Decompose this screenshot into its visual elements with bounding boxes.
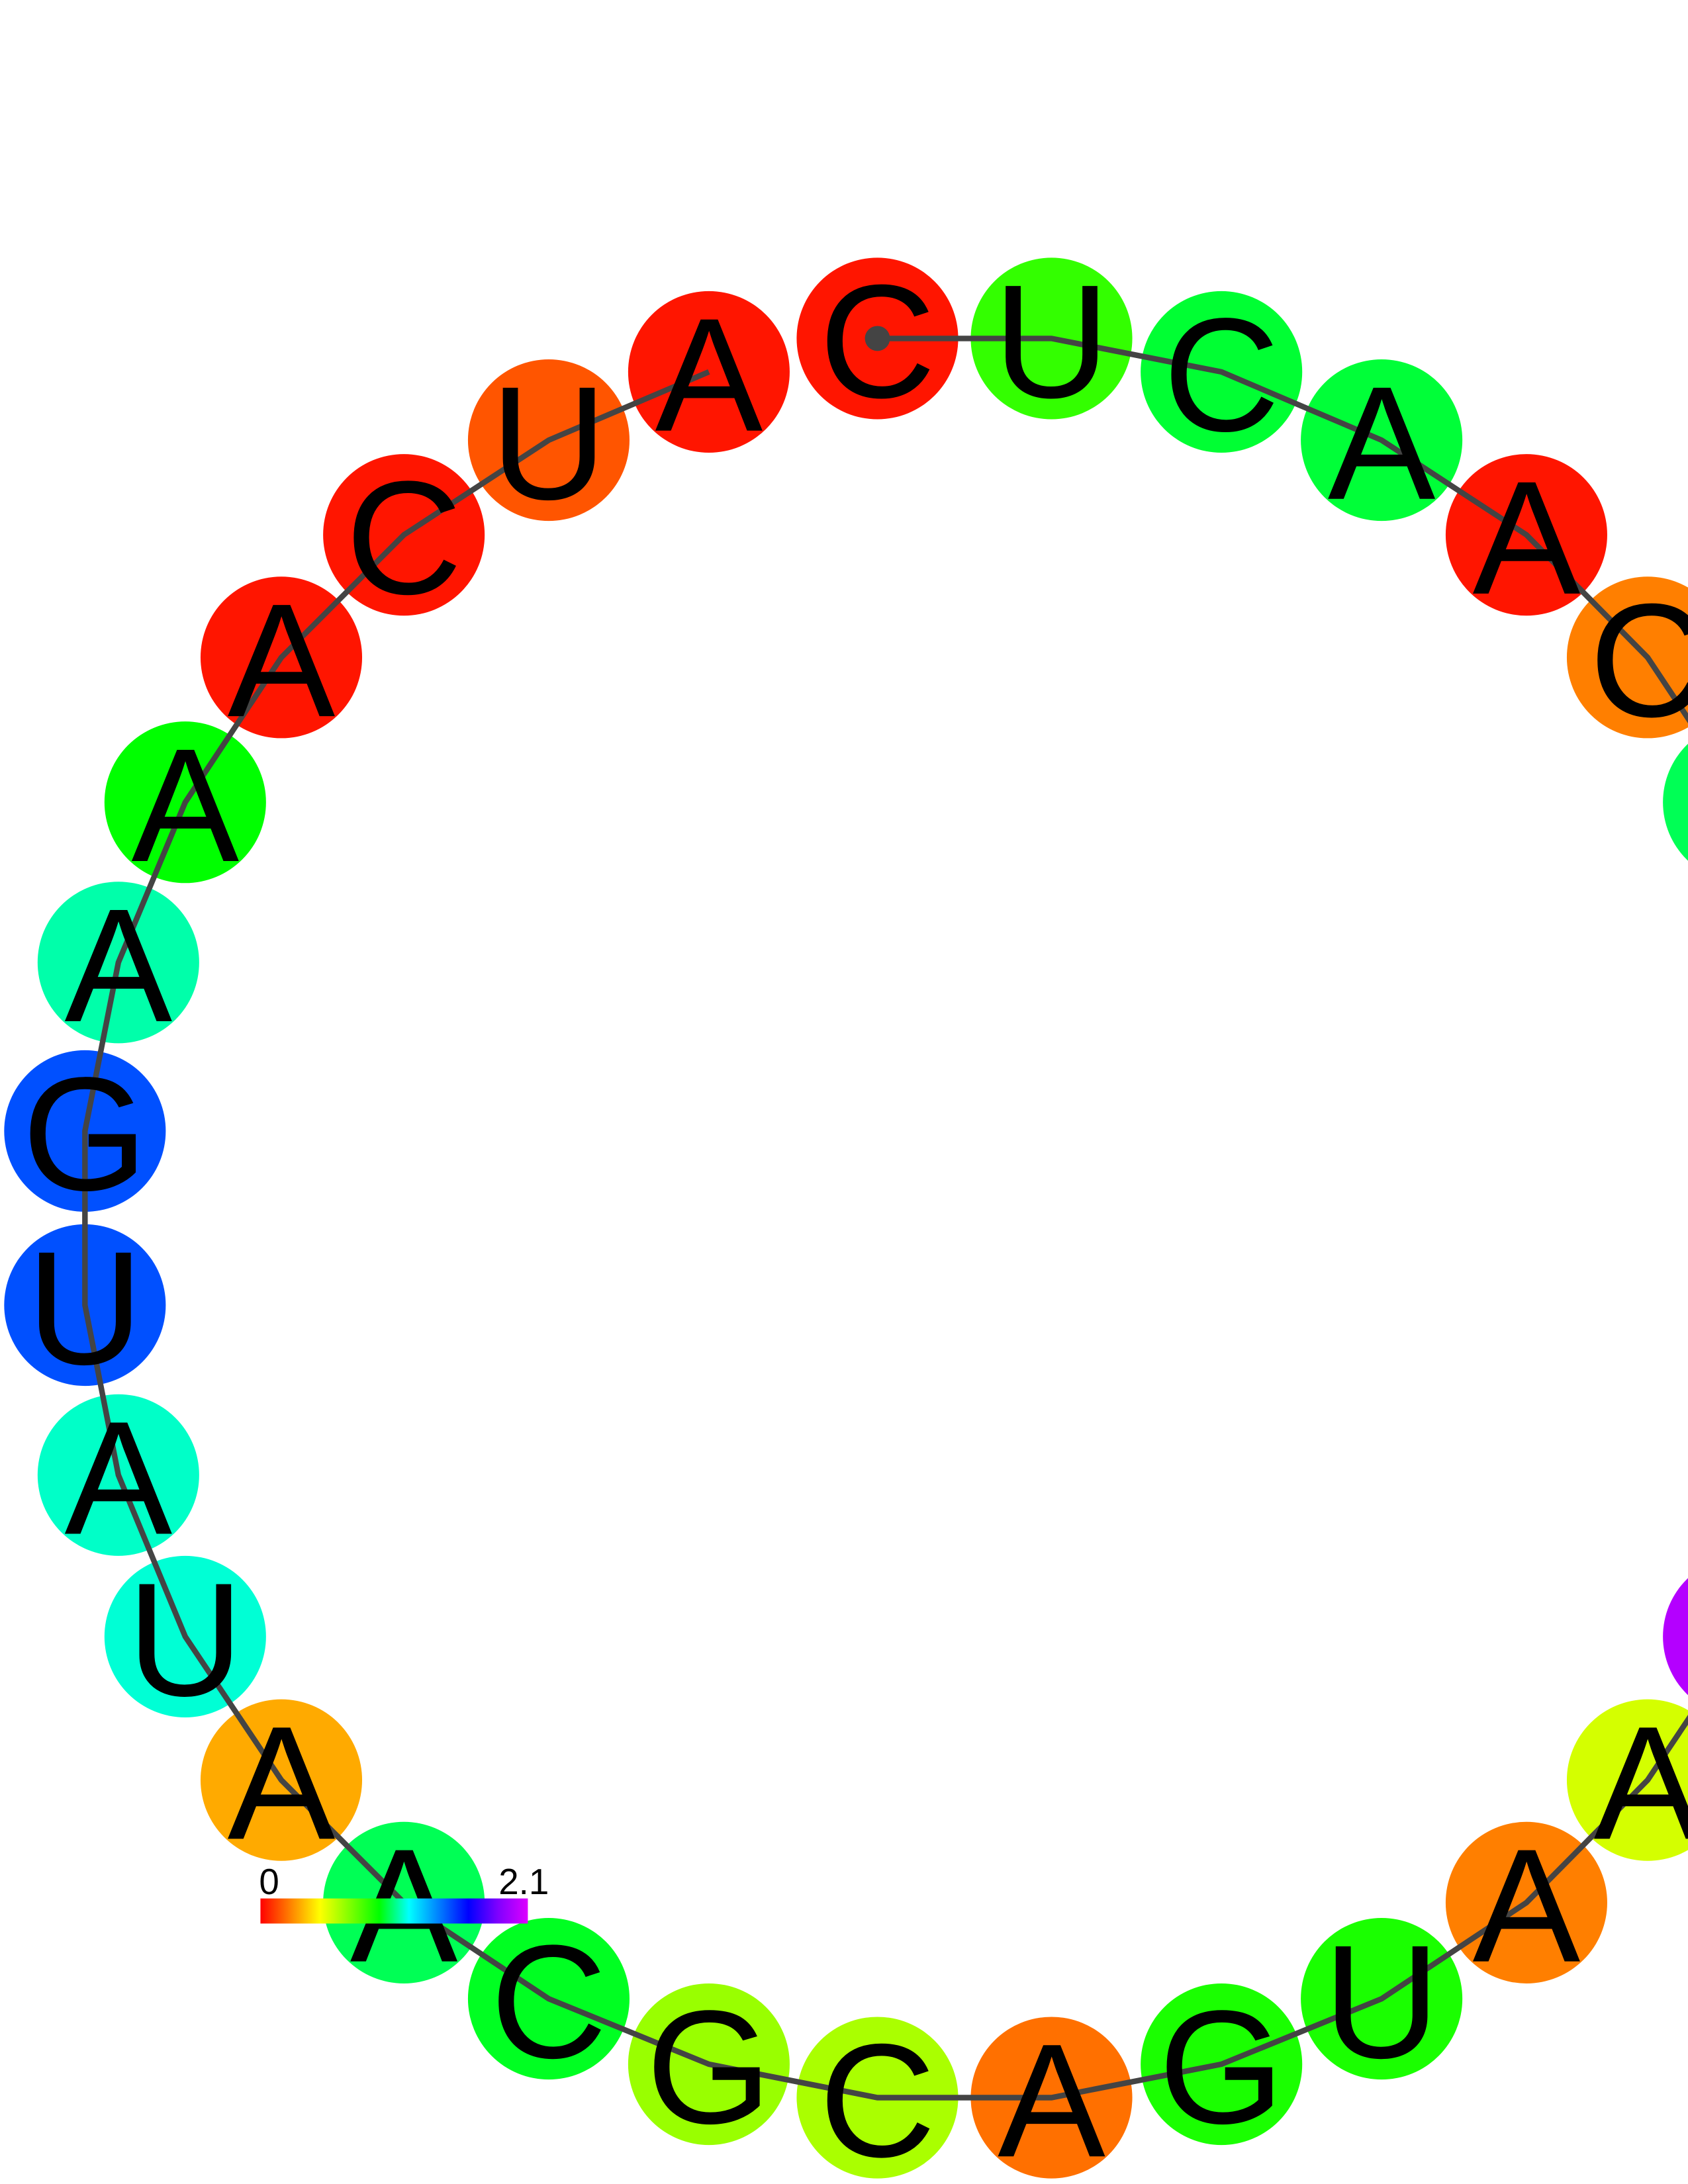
- nucleotide-8: [1663, 1578, 1688, 1696]
- nucleotide-circle: [1663, 743, 1688, 861]
- nucleotide-letter: A: [1473, 1815, 1581, 1996]
- colorbar-min-label: 0: [259, 1861, 279, 1902]
- nucleotide-letter: A: [228, 1692, 336, 1873]
- nucleotide-letter: A: [655, 285, 763, 465]
- nucleotide-letter: A: [64, 875, 172, 1056]
- nucleotide-letter: U: [993, 251, 1109, 432]
- nucleotide-letter: C: [819, 2010, 935, 2184]
- nucleotide-letter: A: [131, 715, 239, 895]
- nucleotide-letter: C: [491, 1911, 607, 2092]
- backbone-line: [82, 336, 1688, 2101]
- nucleotide-letter: A: [1328, 353, 1436, 533]
- nucleotide-letter: U: [26, 1218, 143, 1398]
- nucleotide-letter: U: [491, 353, 607, 533]
- nucleotide-letter: G: [646, 1977, 772, 2158]
- nucleotide-letter: C: [346, 447, 462, 628]
- nucleotide-6: [1566, 576, 1688, 739]
- nucleotide-letter: C: [819, 251, 935, 432]
- nucleotide-letter: A: [998, 2010, 1105, 2184]
- colorbar: 0 2.1: [259, 1861, 549, 1924]
- nucleotide-letter: A: [1473, 447, 1581, 628]
- nucleotide-letter: C: [1163, 285, 1280, 465]
- nucleotide-9: [1566, 1699, 1688, 1861]
- nucleotide-letter: A: [1594, 1692, 1688, 1873]
- nucleotide-letter: A: [64, 1387, 172, 1568]
- nucleotide-letter: C: [1589, 570, 1688, 751]
- nucleotide-circle: [1566, 576, 1688, 739]
- colorbar-max-label: 2.1: [498, 1861, 549, 1902]
- start-marker: [865, 326, 890, 351]
- nucleotide-letter: U: [127, 1549, 244, 1730]
- nucleotide-7: [1663, 743, 1688, 861]
- nucleotide-letter: G: [22, 1044, 148, 1224]
- nucleotide-letter: G: [1158, 1977, 1284, 2158]
- nucleotide-nodes: CUCAACAAUGACGCAAUAUGAAACUA: [4, 251, 1688, 2184]
- colorbar-gradient: [260, 1898, 528, 1924]
- nucleotide-letter: A: [228, 570, 336, 751]
- nucleotide-circle: [1566, 1699, 1688, 1861]
- nucleotide-letter: U: [1323, 1911, 1440, 2092]
- nucleotide-circle: [1663, 1578, 1688, 1696]
